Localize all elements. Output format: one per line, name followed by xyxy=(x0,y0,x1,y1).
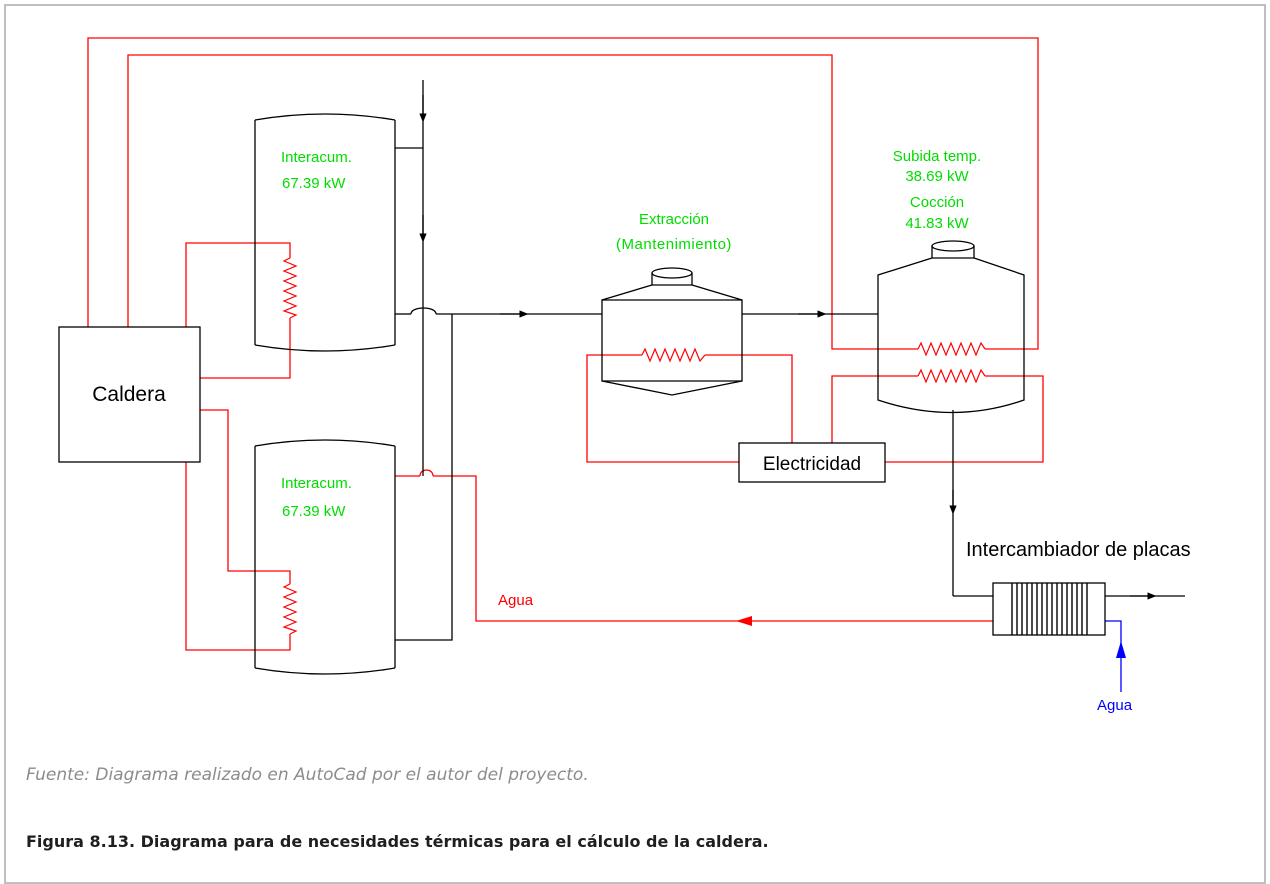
top-tank-coil-return xyxy=(200,318,291,379)
plate-heat-exchanger: Intercambiador de placas xyxy=(966,539,1191,636)
bottom-tank-power: 67.39 kW xyxy=(282,503,346,520)
red-arrow xyxy=(736,616,752,626)
cook-label: Cocción xyxy=(910,194,964,211)
figure-caption: Figura 8.13. Diagrama para de necesidade… xyxy=(26,832,769,851)
cooker-loop-right xyxy=(885,375,1044,463)
electricity-box: Electricidad xyxy=(738,442,886,483)
inner-loop-line xyxy=(127,54,918,350)
header-hop xyxy=(410,307,437,315)
extraction-label-1: Extracción xyxy=(639,211,709,228)
top-tank-name: Interacum. xyxy=(281,149,352,166)
extraction-loop-right xyxy=(705,354,793,448)
cold-water-line xyxy=(1105,620,1122,692)
rise-label: Subida temp. xyxy=(893,148,981,165)
thermal-diagram: Caldera Interacum. 67.39 kW Interacum. 6… xyxy=(58,37,1191,714)
cooking-vessel: Subida temp. 38.69 kW Cocción 41.83 kW xyxy=(877,148,1025,414)
rise-power: 38.69 kW xyxy=(905,168,969,185)
process-lines xyxy=(395,80,1185,641)
top-tank-coil xyxy=(282,257,298,319)
exchanger-label: Intercambiador de placas xyxy=(966,539,1191,561)
bottom-storage-tank: Interacum. 67.39 kW xyxy=(254,439,396,675)
outer-loop-line xyxy=(87,37,1039,350)
cold-water-pipe xyxy=(1105,620,1122,692)
cooker-coil-1 xyxy=(917,341,986,357)
source-note: Fuente: Diagrama realizado en AutoCad po… xyxy=(26,765,589,785)
extraction-coil xyxy=(641,347,706,363)
boiler-box xyxy=(58,326,201,463)
heating-coils xyxy=(282,257,986,635)
top-tank-power: 67.39 kW xyxy=(282,175,346,192)
top-storage-tank: Interacum. 67.39 kW xyxy=(254,113,396,352)
water-label-blue: Agua xyxy=(1097,697,1133,714)
bottom-tank-link xyxy=(395,314,453,641)
extraction-loop-left xyxy=(586,354,739,463)
electricity-label: Electricidad xyxy=(763,454,861,475)
water-crossover-hop xyxy=(419,469,434,477)
bottom-tank-name: Interacum. xyxy=(281,475,352,492)
water-return-line-2 xyxy=(433,475,993,622)
cook-power: 41.83 kW xyxy=(905,215,969,232)
top-tank-coil-feed xyxy=(185,242,291,327)
boiler-label: Caldera xyxy=(92,383,166,406)
extraction-label-2: (Mantenimiento) xyxy=(616,236,732,253)
extraction-vessel: Extracción (Mantenimiento) xyxy=(601,211,743,396)
cooker-loop-left xyxy=(831,375,918,448)
water-label-red: Agua xyxy=(498,592,534,609)
bottom-tank-coil-feed xyxy=(200,409,291,584)
bottom-tank-coil-return xyxy=(185,462,291,651)
boiler: Caldera xyxy=(58,326,201,463)
bottom-tank-coil xyxy=(282,583,298,635)
blue-arrow xyxy=(1116,641,1126,658)
hot-water-loops xyxy=(87,37,1044,651)
cooker-coil-2 xyxy=(917,368,986,384)
